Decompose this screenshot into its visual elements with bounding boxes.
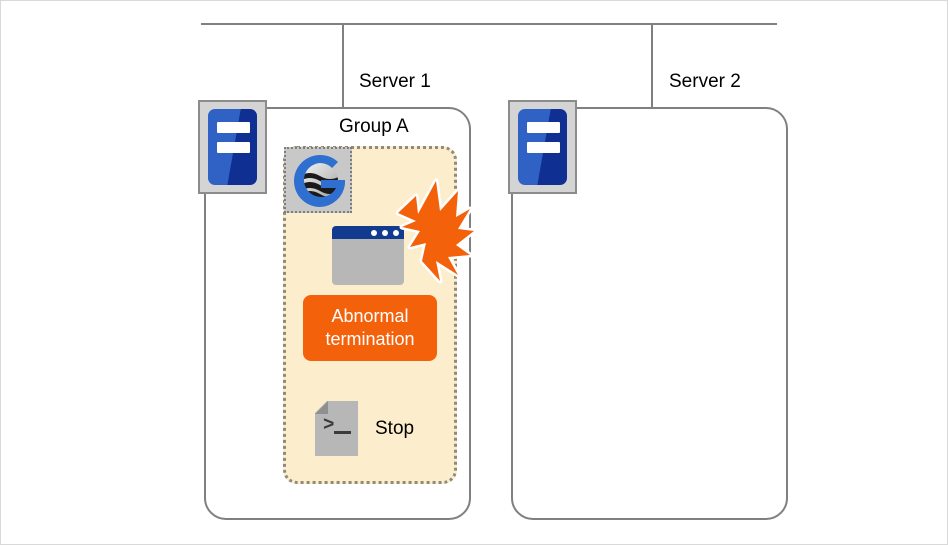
window-dot-minimize-icon [371,230,377,236]
network-bus-line [201,23,777,25]
server-machine-bar-top [217,122,250,133]
window-dot-close-icon [393,230,399,236]
globe-g-logo-icon [284,147,352,213]
script-prompt-glyph: > [323,414,335,436]
server-machine-bar-bottom [217,142,250,153]
status-badge-line-1: Abnormal [331,306,409,326]
application-window-icon [332,226,404,285]
server-machine-icon-2 [508,100,577,194]
script-fold-corner [315,401,328,414]
window-titlebar [332,226,404,239]
network-drop-line-server-1 [342,23,344,107]
group-a-label: Group A [339,116,409,137]
status-badge-abnormal-termination: Abnormal termination [303,295,437,361]
server-machine-icon-1 [198,100,267,194]
server-machine-body [518,109,567,185]
server-2-label: Server 2 [669,71,741,92]
stop-label: Stop [375,417,415,439]
server-machine-bar-bottom [527,142,560,153]
status-badge-line-2: termination [325,329,415,349]
server-machine-bar-top [527,122,560,133]
network-drop-line-server-2 [651,23,653,107]
window-dot-maximize-icon [382,230,388,236]
script-cursor-underscore [334,431,351,434]
server-machine-body [208,109,257,185]
shell-script-icon: > [315,401,358,456]
stop-script-row: > Stop [315,401,414,456]
server-1-label: Server 1 [359,71,431,92]
